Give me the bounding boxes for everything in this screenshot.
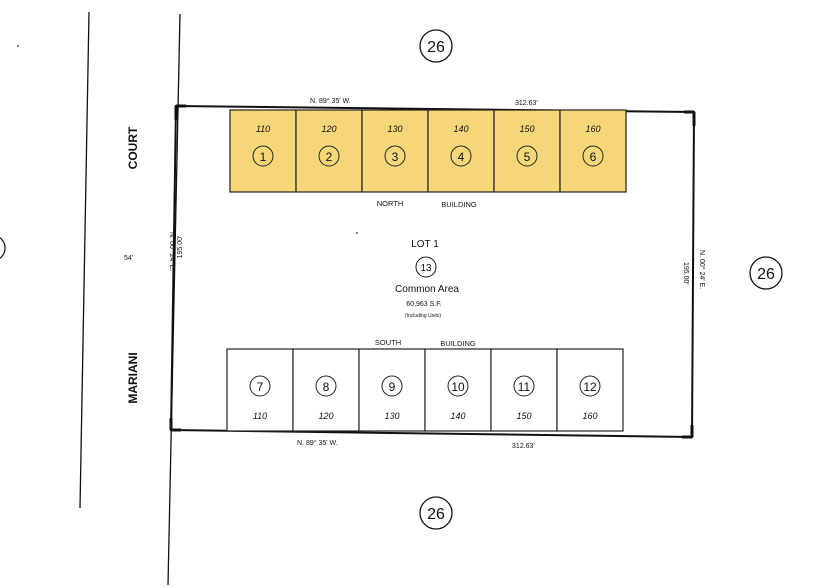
north-unit-6 [559, 109, 627, 193]
north-length: 312.63' [515, 100, 538, 107]
lot-area: 60,963 S.F. [406, 301, 441, 308]
south-building-label-left: SOUTH [375, 338, 401, 347]
south-unit-number: 140 [450, 411, 465, 421]
north-unit-number: 120 [321, 124, 336, 134]
north-unit-id-circle [450, 145, 472, 167]
lot-note: (Including Units) [405, 313, 441, 319]
north-unit-number: 110 [256, 124, 270, 134]
street-name-lower: MARIANI [126, 352, 140, 403]
south-unit-id-circle [249, 375, 271, 397]
lot-id-circle [415, 256, 437, 278]
north-unit-number: 150 [519, 124, 534, 134]
map-ref-circle-bottom [419, 496, 453, 530]
west-bearing: N. 00° 24' E. [168, 232, 176, 271]
street-width: 54' [124, 255, 133, 262]
lot-name: Common Area [395, 284, 459, 295]
north-unit-id-circle [384, 145, 406, 167]
speck [356, 232, 358, 234]
south-unit-id-circle [447, 375, 469, 397]
south-unit-number: 150 [516, 411, 531, 421]
map-ref-top: 26 [427, 39, 445, 56]
east-bearing: N. 00° 24' E. [698, 250, 706, 289]
south-unit-id-circle [381, 375, 403, 397]
south-unit-id-circle [579, 375, 601, 397]
south-unit-id: 10 [451, 380, 465, 394]
south-unit-10 [424, 348, 492, 432]
south-unit-7 [226, 348, 294, 432]
south-unit-id: 8 [323, 380, 330, 394]
south-unit-id: 11 [518, 380, 531, 394]
south-unit-id: 9 [389, 380, 396, 394]
north-unit-id-circle [252, 145, 274, 167]
north-unit-id: 5 [524, 150, 531, 164]
south-unit-number: 110 [253, 411, 267, 421]
street-name-upper: COURT [126, 126, 140, 169]
north-unit-id-circle [318, 145, 340, 167]
south-building: 7 110 8 120 9 130 10 140 11 150 12 160 SOUTH BUILDING [226, 338, 624, 432]
north-unit-id: 3 [392, 150, 399, 164]
north-unit-id-circle [582, 145, 604, 167]
street-line-west [79, 11, 90, 509]
north-unit-id: 2 [326, 150, 333, 164]
south-unit-id-circle [513, 375, 535, 397]
south-unit-id: 7 [257, 380, 264, 394]
north-unit-number: 160 [585, 124, 600, 134]
south-unit-9 [358, 348, 426, 432]
speck [17, 45, 19, 47]
north-unit-number: 140 [453, 124, 468, 134]
south-bearing: N. 89° 35' W. [297, 439, 338, 447]
north-unit-5 [493, 109, 561, 193]
map-ref-right: 26 [757, 266, 775, 283]
north-bearing: N. 89° 35' W. [310, 97, 351, 105]
north-unit-id-circle [516, 145, 538, 167]
south-unit-12 [556, 348, 624, 432]
north-unit-id: 1 [260, 150, 267, 164]
south-unit-number: 160 [582, 411, 597, 421]
south-length: 312.63' [512, 443, 535, 450]
north-unit-number: 130 [387, 124, 402, 134]
corner-marks [169, 104, 696, 439]
west-length: 195.00' [177, 236, 184, 259]
south-unit-number: 120 [318, 411, 333, 421]
south-building-label-right: BUILDING [440, 339, 476, 348]
map-ref-circle-top [419, 29, 453, 63]
south-unit-number: 130 [384, 411, 399, 421]
map-ref-circle-partial [0, 237, 6, 259]
north-unit-3 [361, 109, 429, 193]
south-unit-8 [292, 348, 360, 432]
lot-id: 13 [420, 263, 432, 274]
north-unit-id: 6 [590, 150, 597, 164]
south-unit-id-circle [315, 375, 337, 397]
map-ref-circle-right [749, 256, 783, 290]
lot-title: LOT 1 [411, 239, 439, 250]
east-length: 195.00' [682, 262, 689, 285]
north-unit-1 [229, 109, 297, 193]
map-ref-bottom: 26 [427, 506, 445, 523]
south-unit-id: 12 [583, 380, 597, 394]
north-unit-4 [427, 109, 495, 193]
north-building-label-left: NORTH [377, 199, 404, 208]
north-building-label-right: BUILDING [441, 200, 477, 209]
north-unit-id: 4 [458, 150, 465, 164]
